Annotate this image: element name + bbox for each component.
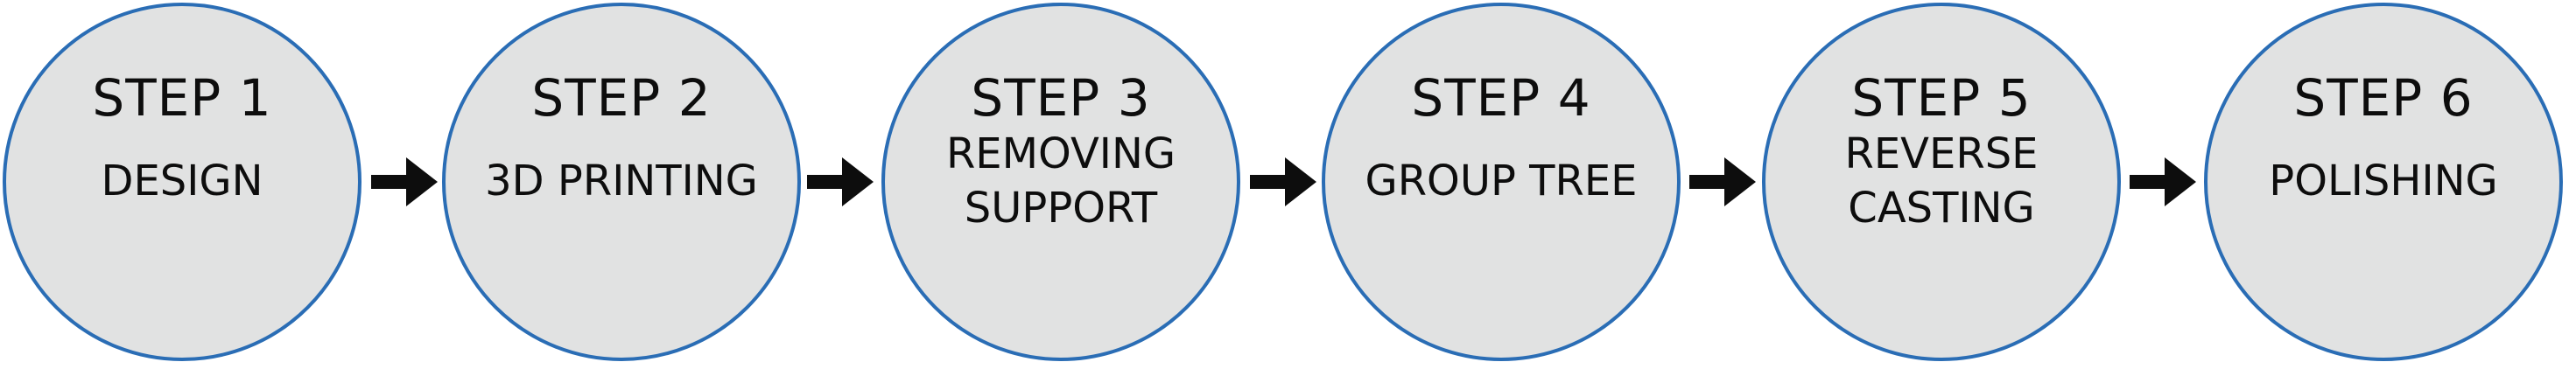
right-arrow-icon [1250, 157, 1316, 206]
step-2-circle: STEP 2 3D PRINTING [442, 3, 801, 361]
step-3-circle: STEP 3 REMOVING SUPPORT [881, 3, 1240, 361]
step-4-title: STEP 4 [1411, 68, 1591, 128]
step-4-circle: STEP 4 GROUP TREE [1322, 3, 1681, 361]
step-6-circle: STEP 6 POLISHING [2204, 3, 2563, 361]
step-1-circle: STEP 1 DESIGN [3, 3, 361, 361]
step-1-label: DESIGN [101, 157, 263, 205]
step-2-title: STEP 2 [531, 68, 712, 128]
right-arrow-icon [1689, 157, 1756, 206]
step-1-title: STEP 1 [92, 68, 272, 128]
step-4-label: GROUP TREE [1365, 157, 1638, 205]
right-arrow-icon [807, 157, 874, 206]
step-2-label: 3D PRINTING [485, 157, 758, 205]
right-arrow-icon [371, 157, 438, 206]
step-3-label: REMOVING SUPPORT [945, 129, 1176, 233]
step-6-label: POLISHING [2269, 157, 2498, 205]
step-6-title: STEP 6 [2293, 68, 2474, 128]
step-5-circle: STEP 5 REVERSE CASTING [1762, 3, 2121, 361]
step-5-title: STEP 5 [1851, 68, 2032, 128]
step-5-label: REVERSE CASTING [1844, 129, 2039, 233]
right-arrow-icon [2130, 157, 2196, 206]
step-3-title: STEP 3 [971, 68, 1151, 128]
